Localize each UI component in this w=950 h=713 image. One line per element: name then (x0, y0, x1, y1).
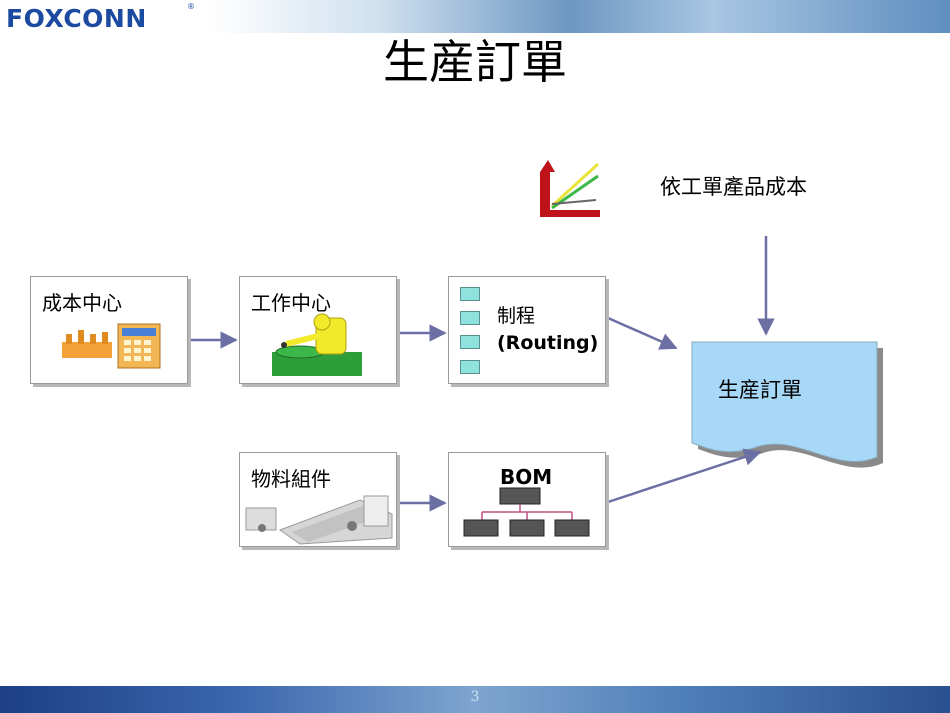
worker-illustration (272, 313, 362, 376)
routing-step-4 (460, 360, 480, 374)
routing-step-3 (460, 335, 480, 349)
arrow-routing-to-order (607, 316, 678, 350)
page-number: 3 (470, 689, 480, 705)
routing-step-2 (460, 311, 480, 325)
foxconn-logo: FOXCONN (6, 4, 147, 33)
work-center-label: 工作中心 (251, 291, 331, 315)
routing-label: 制程 (Routing) (497, 303, 598, 357)
production-order-document (691, 341, 883, 468)
routing-label-line2: (Routing) (497, 332, 599, 354)
cost-center-box (30, 276, 188, 384)
bom-tree-illustration (463, 487, 590, 537)
routing-label-line1: 制程 (497, 305, 536, 327)
slide-title: 生産訂單 (383, 35, 567, 89)
registered-mark: ® (187, 2, 195, 11)
cost-label: 依工單產品成本 (660, 175, 807, 199)
cost-chart-icon (540, 160, 600, 217)
routing-step-1 (460, 287, 480, 301)
production-order-label: 生産訂單 (718, 378, 802, 402)
footer-banner (0, 686, 950, 713)
cost-center-label: 成本中心 (42, 291, 122, 315)
bom-label: BOM (500, 465, 553, 489)
material-illustration (245, 495, 393, 545)
cost-center-illustration (62, 323, 161, 369)
arrow-bom-to-order (607, 448, 762, 504)
material-label: 物料組件 (251, 467, 331, 491)
header-banner (0, 0, 950, 33)
